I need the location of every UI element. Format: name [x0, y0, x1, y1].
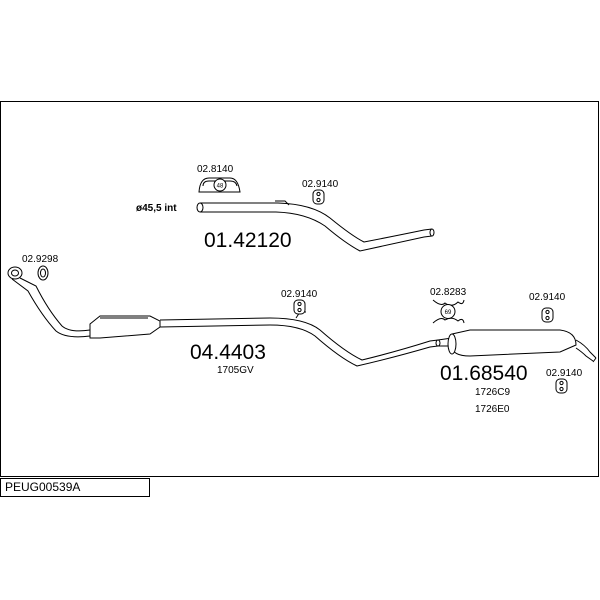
catalytic-converter — [89, 315, 161, 339]
clamp-icon: 48 — [198, 177, 241, 193]
diagram-frame — [0, 101, 599, 477]
rubber-hanger-icon — [541, 307, 554, 323]
rubber-hanger-icon — [555, 378, 568, 394]
reference-box: PEUG00539A — [0, 478, 150, 497]
front-pipe-part-number: 01.42120 — [204, 229, 292, 252]
hanger-part-label: 02.9140 — [281, 289, 318, 300]
reference-code: PEUG00539A — [5, 480, 81, 494]
catalytic-pipe — [7, 266, 441, 367]
catalytic-sub-code: 1705GV — [217, 365, 254, 376]
hanger-part-label: 02.9140 — [302, 179, 339, 190]
front-flange — [7, 266, 23, 280]
clamp-inner-label: 69 — [445, 310, 452, 316]
front-pipe-outline-bottom — [200, 211, 433, 252]
front-pipe-outlet — [429, 228, 435, 237]
clamp-icon: 69 — [432, 299, 465, 324]
silencer-part-number: 01.68540 — [440, 362, 528, 385]
clamp-part-label: 02.8140 — [197, 164, 234, 175]
front-pipe-inlet — [196, 202, 204, 213]
gasket-ring-icon — [37, 265, 49, 281]
silencer-body — [451, 329, 577, 357]
hanger-part-label: 02.9140 — [546, 368, 583, 379]
silencer-sub-code-1: 1726C9 — [475, 387, 510, 398]
rubber-hanger-icon — [312, 189, 325, 205]
diameter-label: ø45,5 int — [136, 203, 177, 214]
hanger-part-label: 02.9140 — [529, 292, 566, 303]
front-pipe — [196, 200, 435, 252]
front-pipe-bracket — [275, 200, 290, 206]
rear-silencer — [437, 329, 597, 363]
clamp-part-label: 02.8283 — [430, 287, 467, 298]
silencer-sub-code-2: 1726E0 — [475, 404, 510, 415]
catalytic-part-number: 04.4403 — [190, 341, 266, 364]
front-pipe-outline-top — [200, 202, 433, 243]
gasket-part-label: 02.9298 — [22, 254, 59, 265]
clamp-inner-label: 48 — [217, 184, 224, 190]
rubber-hanger-icon — [293, 299, 306, 315]
